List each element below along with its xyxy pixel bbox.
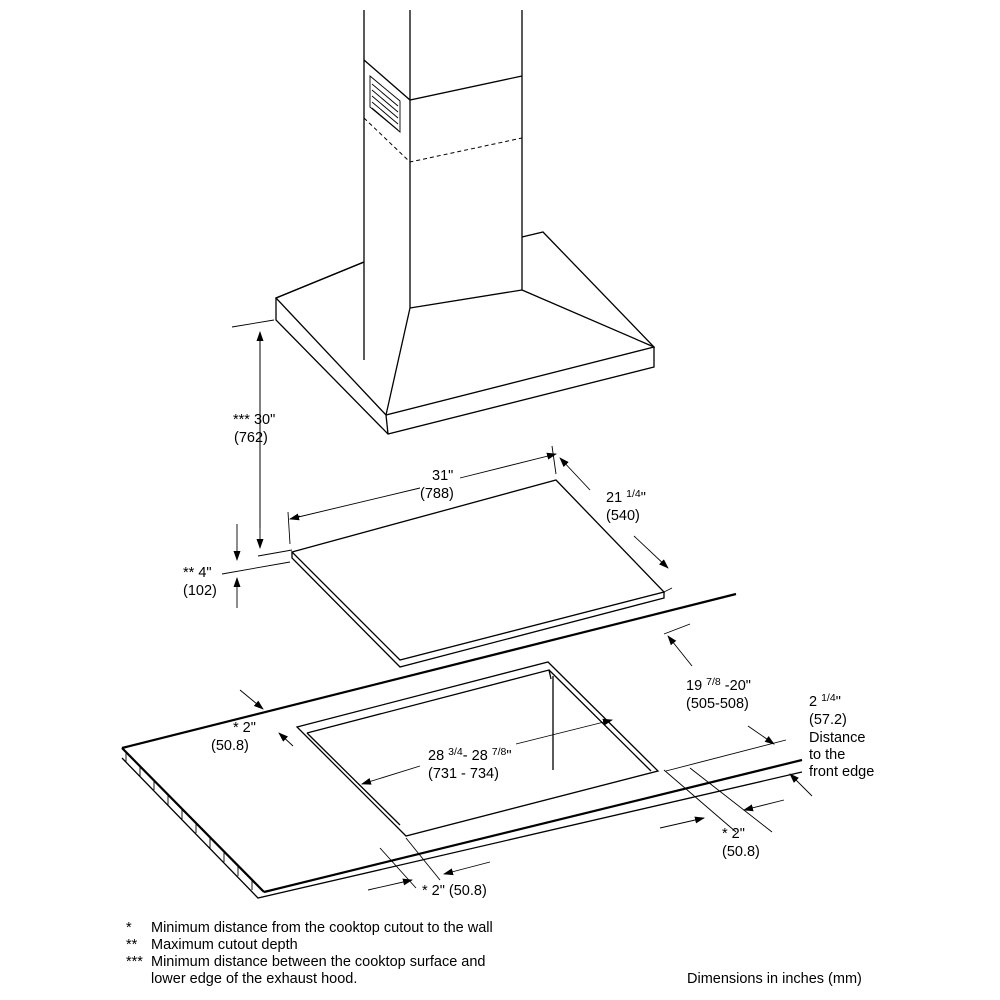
countertop [121,592,803,899]
cutout-width-label: 28 3/4- 28 7/8" [428,746,512,764]
side-right-label: * 2" [722,826,745,842]
dimension-labels: *** 30" (762) ** 4" (102) 31" (788) 21 1… [183,412,874,899]
wall-left-label: * 2" [233,720,256,736]
footnotes: * Minimum distance from the cooktop cuto… [126,920,493,987]
cutout-depth-label: 19 7/8 -20" [686,676,751,694]
countertop-cutout [295,661,660,837]
cutout-width-mm-label: (731 - 734) [428,766,499,782]
front-edge-text-3: front edge [809,764,874,780]
cooktop-width-mm-label: (788) [420,486,454,502]
wall-left-mm-label: (50.8) [211,738,249,754]
front-edge-label: 2 1/4" [809,692,841,710]
front-edge-text-2: to the [809,747,845,763]
cooktop-depth-mm-label: (540) [606,508,640,524]
hood-height-label: *** 30" [233,412,275,428]
vent-grille [369,75,401,133]
exhaust-hood [274,10,656,435]
footnote-mark-1: * [126,920,132,936]
front-edge-text-1: Distance [809,730,865,746]
footnote-mark-2: ** [126,937,138,953]
side-right-mm-label: (50.8) [722,844,760,860]
countertop-edge-hatch [125,752,253,890]
dimension-lines [221,319,813,891]
hood-height-mm-label: (762) [234,430,268,446]
cutout-depth-max-label: ** 4" [183,565,212,581]
side-bottom-label: * 2" (50.8) [422,883,487,899]
front-edge-mm-label: (57.2) [809,712,847,728]
cutout-depth-mm-label: (505-508) [686,696,749,712]
footnote-mark-3: *** [126,954,143,970]
footnote-text-4: lower edge of the exhaust hood. [151,971,357,987]
cooktop-depth-label: 21 1/4" [606,488,646,506]
footnote-text-2: Maximum cutout depth [151,937,298,953]
cooktop-width-label: 31" [432,468,453,484]
cutout-depth-max-mm-label: (102) [183,583,217,599]
units-note: Dimensions in inches (mm) [687,971,862,987]
footnote-text-1: Minimum distance from the cooktop cutout… [151,920,493,936]
footnote-text-3: Minimum distance between the cooktop sur… [151,954,486,970]
